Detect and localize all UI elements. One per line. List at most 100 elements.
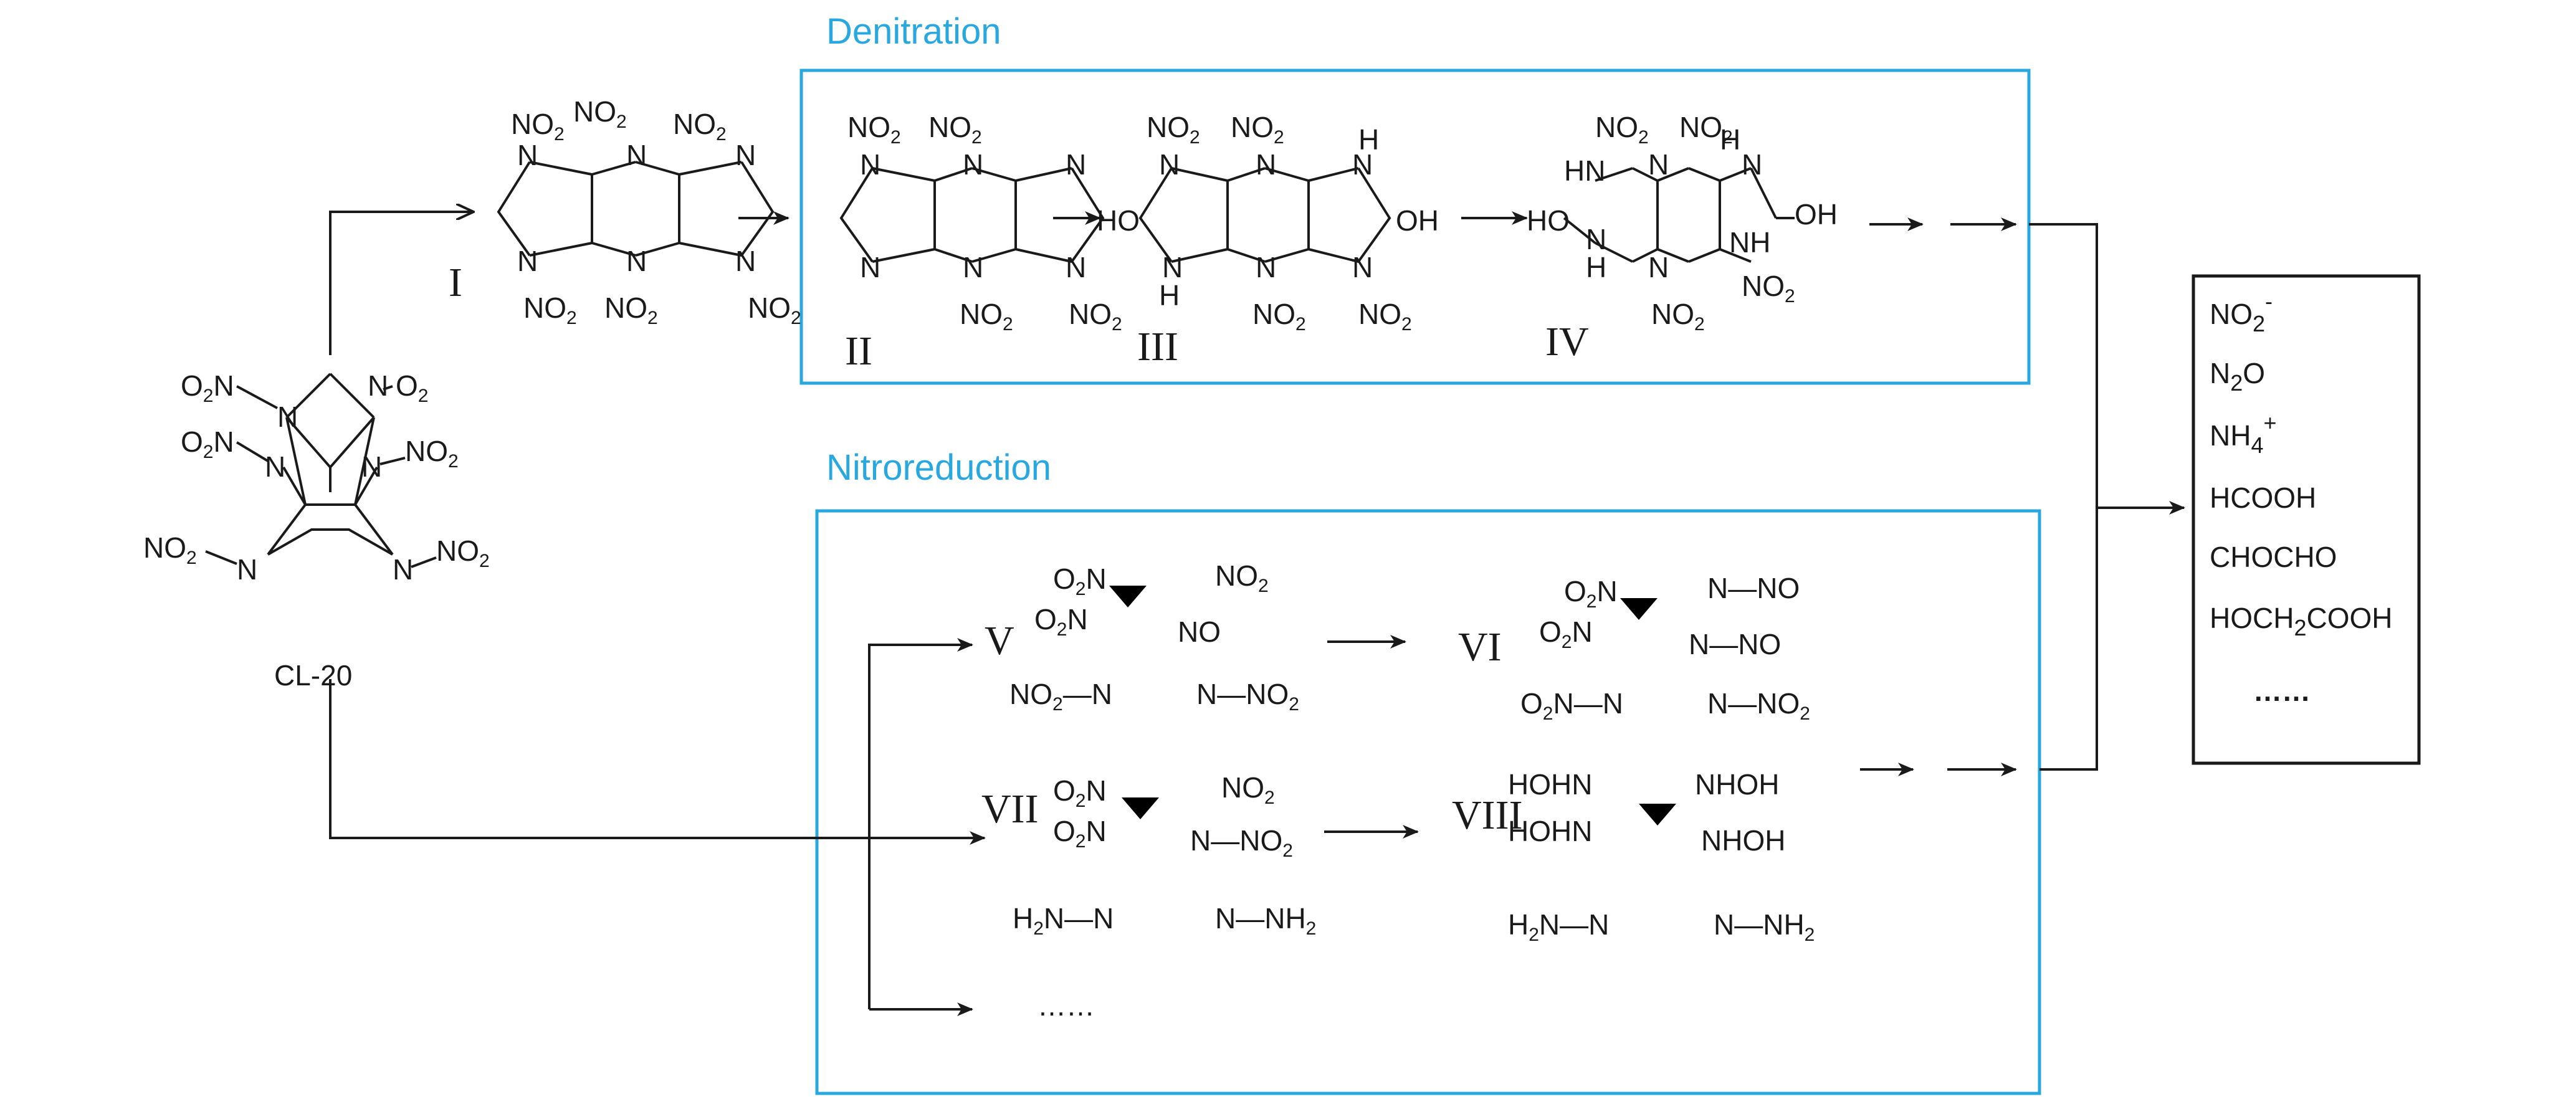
svg-text:N: N [1742, 148, 1762, 181]
label-i: I [449, 260, 462, 305]
products-box [2192, 274, 2421, 765]
compound-vi: O2N N—NO O2N N—NO O2N—N N—NO2 [1520, 572, 1810, 724]
denitration-title: Denitration [826, 11, 1001, 52]
svg-text:NO2: NO2 [405, 435, 459, 472]
svg-text:H: H [1159, 279, 1180, 312]
nitroreduction-title: Nitroreduction [826, 447, 1051, 488]
svg-text:NO2: NO2 [1221, 771, 1275, 808]
svg-text:OH: OH [1396, 204, 1439, 237]
arrow-cl20-to-nitroreduction [329, 679, 986, 845]
svg-text:N: N [1586, 223, 1606, 255]
compound-viii: HOHN NHOH HOHN NHOH H2N—N N—NH2 [1508, 768, 1815, 945]
svg-text:N: N [735, 245, 756, 277]
cl20-label: CL-20 [274, 659, 352, 692]
product-hcooh: HCOOH [2210, 482, 2316, 514]
arrow-branch-to-v [868, 638, 973, 1009]
svg-text:NO2: NO2 [1651, 298, 1705, 335]
compound-iv: HO NO2 HN N NO2 H N OH N H N NO2 NH NO2 [1527, 111, 1838, 335]
svg-text:O2N: O2N [181, 426, 234, 462]
svg-text:NO2: NO2 [1358, 298, 1412, 335]
svg-text:NO2: NO2 [143, 531, 197, 568]
svg-text:N: N [626, 245, 647, 277]
svg-text:N—NO2: N—NO2 [1190, 824, 1293, 861]
svg-text:HO: HO [1097, 204, 1140, 237]
svg-text:N—NH2: N—NH2 [1714, 908, 1815, 945]
svg-text:NO2: NO2 [604, 292, 658, 328]
svg-text:H2N—N: H2N—N [1508, 908, 1609, 945]
svg-text:O2N—N: O2N—N [1520, 687, 1623, 724]
product-nitrite: NO2- [2210, 288, 2273, 336]
nitroreduction-ellipsis: …… [1038, 989, 1095, 1022]
label-vi: VI [1458, 624, 1502, 670]
label-iv: IV [1545, 319, 1589, 364]
svg-text:NO2—N: NO2—N [1009, 678, 1112, 715]
compound-ii: NO2 N NO2 N N N N NO2 N NO2 [839, 111, 1122, 335]
svg-text:NHOH: NHOH [1695, 768, 1779, 801]
svg-text:O2: O2 [396, 369, 428, 406]
svg-text:N: N [860, 148, 880, 181]
svg-text:N: N [1256, 148, 1276, 181]
compound-v: O2N NO2 O2N NO NO2—N N—NO2 [1009, 559, 1299, 715]
label-vii: VII [981, 786, 1039, 832]
product-ammonium: NH4+ [2210, 410, 2277, 458]
svg-text:HN: HN [1564, 155, 1605, 187]
svg-text:NHOH: NHOH [1701, 824, 1785, 857]
svg-text:NO2: NO2 [928, 111, 982, 148]
svg-text:N—NH2: N—NH2 [1215, 902, 1316, 939]
svg-text:N: N [517, 245, 538, 277]
svg-text:O2N: O2N [1034, 603, 1088, 640]
svg-text:NO2: NO2 [1069, 298, 1122, 335]
svg-text:NO2: NO2 [436, 535, 490, 571]
denitration-box [799, 69, 2031, 385]
svg-text:N: N [1066, 148, 1086, 181]
svg-text:HO: HO [1527, 204, 1570, 237]
svg-text:NO2: NO2 [748, 292, 801, 328]
svg-text:O2N: O2N [181, 369, 234, 406]
label-viii: VIII [1452, 792, 1523, 838]
svg-text:NH: NH [1729, 226, 1770, 259]
svg-text:N: N [963, 148, 983, 181]
svg-text:N: N [1256, 251, 1276, 283]
label-v: V [985, 618, 1014, 664]
products-list: NO2- N2O NH4+ HCOOH CHOCHO HOCH2COOH …… [2210, 288, 2392, 707]
svg-text:N—NO2: N—NO2 [1196, 678, 1299, 715]
svg-text:NO2: NO2 [960, 298, 1013, 335]
svg-text:O2N: O2N [1539, 616, 1593, 652]
product-chocho: CHOCHO [2210, 541, 2337, 573]
arrow-cl20-to-i [329, 212, 474, 355]
compound-cl20: O2N N N O2 O2N N N NO2 NO2 N N NO2 [143, 369, 490, 586]
svg-text:NO2: NO2 [1215, 559, 1269, 596]
svg-text:O2N: O2N [1053, 563, 1107, 599]
svg-text:N: N [1352, 251, 1373, 283]
svg-text:N: N [393, 553, 413, 586]
svg-text:H: H [1720, 123, 1740, 156]
svg-text:N: N [626, 139, 647, 171]
svg-text:N: N [237, 553, 257, 586]
svg-text:N—NO2: N—NO2 [1707, 687, 1810, 724]
svg-text:NO2: NO2 [847, 111, 901, 148]
svg-text:H: H [1358, 123, 1379, 156]
svg-text:N: N [517, 139, 538, 171]
label-iii: III [1137, 324, 1178, 369]
svg-text:HOHN: HOHN [1508, 768, 1592, 801]
svg-text:NO2: NO2 [1252, 298, 1306, 335]
svg-text:N: N [1352, 148, 1373, 181]
svg-text:NO2: NO2 [573, 95, 627, 132]
svg-text:N: N [361, 450, 382, 483]
svg-text:NO2: NO2 [1595, 111, 1649, 148]
svg-text:NO: NO [1178, 616, 1221, 648]
svg-text:N: N [1162, 251, 1183, 283]
product-more: …… [2253, 675, 2311, 707]
svg-text:O2N: O2N [1053, 774, 1107, 811]
svg-text:N: N [963, 251, 983, 283]
product-n2o: N2O [2210, 357, 2265, 396]
compound-i: NO2 N NO2 N NO2 N N NO2 N NO2 N NO2 [497, 95, 801, 328]
svg-text:N: N [860, 251, 880, 283]
product-hoch2cooh: HOCH2COOH [2210, 602, 2392, 640]
compound-iii: HO NO2 N NO2 N H N OH N H N NO2 N NO2 [1097, 111, 1439, 335]
svg-text:N—NO: N—NO [1707, 572, 1800, 604]
svg-text:N: N [735, 139, 756, 171]
svg-text:N: N [265, 450, 285, 483]
svg-text:NO2: NO2 [673, 108, 727, 145]
arrow-merge-top [2029, 223, 2098, 771]
